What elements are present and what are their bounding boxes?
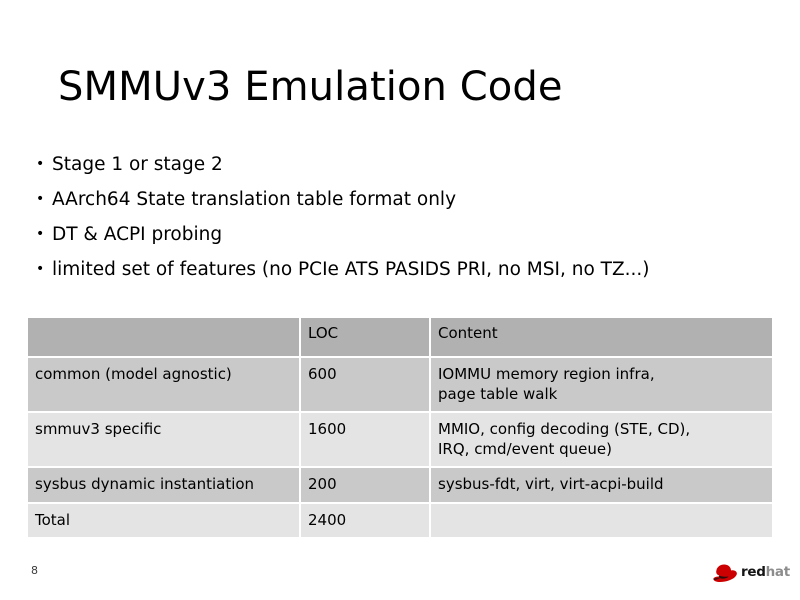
- bullet-icon: •: [36, 226, 45, 242]
- logo-wordmark: redhat: [741, 566, 790, 580]
- list-item-label: DT & ACPI probing: [52, 224, 223, 245]
- table-row: common (model agnostic) 600 IOMMU memory…: [28, 356, 772, 412]
- logo-word-hat: hat: [765, 564, 791, 581]
- cell-content-line: MMIO, config decoding (STE, CD),: [438, 420, 691, 438]
- list-item-label: Stage 1 or stage 2: [52, 154, 223, 175]
- cell-content-line: sysbus-fdt, virt, virt-acpi-build: [438, 475, 664, 493]
- cell-content-line: IOMMU memory region infra,: [438, 365, 655, 383]
- table-row: Total 2400: [28, 501, 772, 537]
- table-header-row: LOC Content: [28, 318, 772, 357]
- list-item: • DT & ACPI probing: [36, 224, 756, 245]
- bullet-icon: •: [36, 156, 45, 172]
- cell-content-line: page table walk: [438, 384, 558, 403]
- cell-content: [430, 501, 772, 537]
- cell-category: Total: [28, 501, 301, 537]
- list-item: • limited set of features (no PCIe ATS P…: [36, 259, 756, 280]
- column-header-category: [28, 318, 301, 357]
- bullet-list: • Stage 1 or stage 2 • AArch64 State tra…: [36, 154, 756, 296]
- cell-loc: 600: [300, 356, 431, 412]
- list-item: • Stage 1 or stage 2: [36, 154, 756, 175]
- table-body: common (model agnostic) 600 IOMMU memory…: [28, 356, 772, 537]
- cell-loc: 200: [300, 466, 431, 503]
- list-item-label: AArch64 State translation table format o…: [52, 189, 457, 210]
- fedora-hat-icon: [712, 563, 738, 583]
- loc-summary-table: LOC Content common (model agnostic) 600 …: [28, 318, 772, 537]
- bullet-icon: •: [36, 191, 45, 207]
- cell-loc: 2400: [300, 501, 431, 537]
- table-row: smmuv3 specific 1600 MMIO, config decodi…: [28, 411, 772, 467]
- cell-content: IOMMU memory region infra, page table wa…: [430, 356, 772, 412]
- page-number: 8: [31, 564, 38, 577]
- cell-category: smmuv3 specific: [28, 411, 301, 467]
- page-title: SMMUv3 Emulation Code: [58, 64, 563, 110]
- bullet-icon: •: [36, 261, 45, 277]
- column-header-content: Content: [438, 324, 498, 342]
- cell-category: sysbus dynamic instantiation: [28, 466, 301, 503]
- list-item: • AArch64 State translation table format…: [36, 189, 756, 210]
- cell-category: common (model agnostic): [28, 356, 301, 412]
- list-item-label: limited set of features (no PCIe ATS PAS…: [52, 259, 650, 280]
- table-header: LOC Content: [28, 318, 772, 357]
- column-header-loc: LOC: [300, 318, 431, 357]
- redhat-logo: redhat: [712, 560, 790, 586]
- logo-word-red: red: [741, 564, 766, 581]
- cell-content: sysbus-fdt, virt, virt-acpi-build: [430, 466, 772, 503]
- table-row: sysbus dynamic instantiation 200 sysbus-…: [28, 466, 772, 503]
- cell-content-line: IRQ, cmd/event queue): [438, 439, 612, 458]
- cell-loc: 1600: [300, 411, 431, 467]
- cell-content: MMIO, config decoding (STE, CD), IRQ, cm…: [430, 411, 772, 467]
